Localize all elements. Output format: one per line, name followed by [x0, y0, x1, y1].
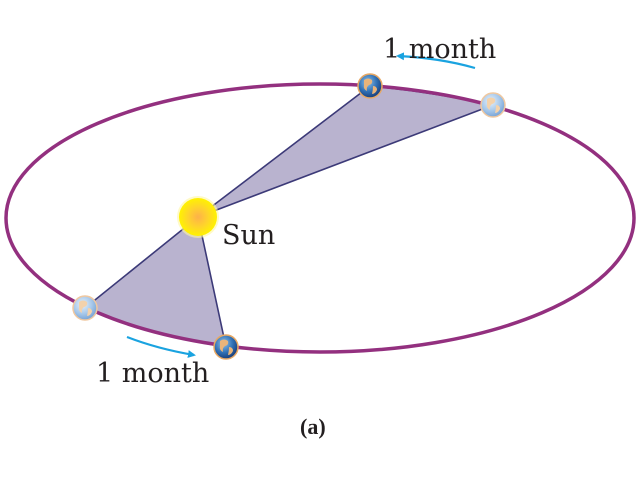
sun-icon	[177, 196, 219, 238]
figure-caption: (a)	[300, 414, 326, 439]
earth-icon-top-right	[480, 92, 506, 118]
orbit-ellipse	[4, 82, 636, 354]
arrow-icon-top	[396, 52, 476, 70]
earth-icon-bottom-right	[213, 334, 239, 360]
arrow-icon-bottom	[126, 335, 196, 358]
interval-label-bottom: 1 month	[96, 358, 210, 389]
swept-area-top	[197, 85, 494, 218]
earth-icon-top-left	[357, 73, 383, 99]
earth-icon-bottom-left	[72, 295, 98, 321]
interval-label-top: 1 month	[383, 34, 497, 65]
sun-label: Sun	[222, 220, 276, 251]
